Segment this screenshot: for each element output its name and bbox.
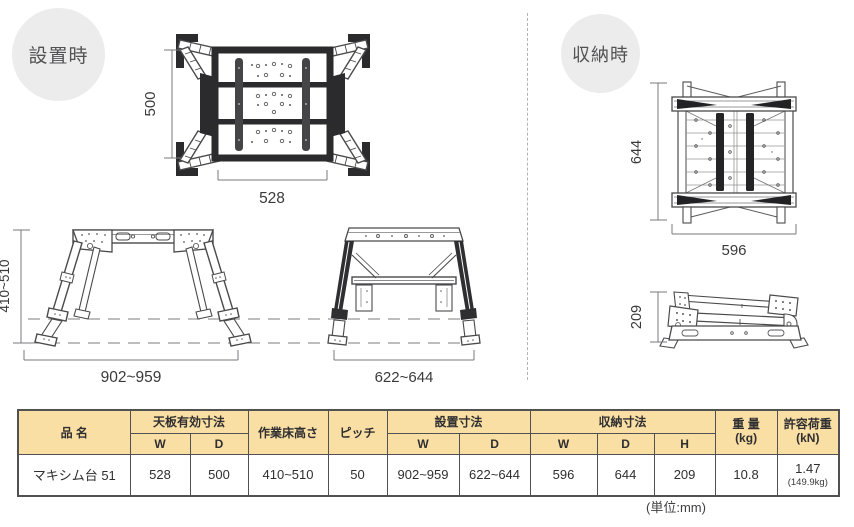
col-header-weight: 重 量 (kg)	[714, 409, 778, 455]
subheader-installed-w: W	[386, 432, 460, 455]
cell-stored-w: 596	[529, 453, 598, 497]
cell-installed-w: 902~959	[386, 453, 460, 497]
dimension-410-510: 410~510	[0, 229, 30, 344]
side-clamp-pads	[200, 73, 345, 137]
weight-unit-label: (kg)	[735, 431, 758, 446]
top-cross-beam	[671, 81, 797, 112]
folded-stack	[659, 291, 809, 349]
subheader-stored-d: D	[596, 432, 655, 455]
right-leg-assembly	[155, 229, 252, 347]
left-leg	[327, 240, 380, 346]
dimension-644: 644	[629, 82, 667, 221]
weight-label: 重 量	[732, 417, 760, 432]
dimension-622-644: 622~644	[333, 350, 475, 386]
load-unit-label: (kN)	[796, 431, 820, 446]
dimension-528: 528	[217, 170, 328, 207]
subheader-installed-d: D	[458, 432, 531, 455]
col-header-pitch: ピッチ	[327, 409, 388, 455]
cell-work-floor-height: 410~510	[247, 453, 329, 497]
folded-body	[677, 106, 794, 198]
subheader-stored-w: W	[529, 432, 598, 455]
installed-state-badge: 設置時	[12, 8, 105, 101]
installed-state-label: 設置時	[28, 46, 89, 67]
cell-installed-d: 622~644	[458, 453, 531, 497]
stored-top-view-drawing: 644 596	[629, 81, 797, 259]
stored-width-label: 596	[721, 242, 746, 259]
col-header-work-floor-height: 作業床高さ	[247, 409, 329, 455]
installed-top-view-drawing: 500 528	[142, 33, 371, 207]
table-row: マキシム台 51 528 500 410~510 50 902~959 622~…	[17, 453, 840, 497]
installed-height-label: 410~510	[0, 260, 12, 313]
load-label: 許容荷重	[783, 417, 832, 432]
unit-note: (単位:mm)	[646, 500, 706, 515]
section-divider	[527, 13, 528, 380]
cell-product: マキシム台 51	[17, 453, 131, 497]
col-header-product: 品 名	[17, 409, 131, 455]
stored-height-label: 644	[629, 140, 645, 164]
bottom-cross-beam	[671, 192, 797, 224]
installed-top-width-label: 528	[259, 190, 285, 207]
cell-load: 1.47 (149.9kg)	[776, 453, 840, 497]
platform-frame	[211, 46, 334, 162]
stored-state-badge: 収納時	[561, 14, 640, 93]
subheader-top-w: W	[129, 432, 191, 455]
dimension-209: 209	[629, 291, 667, 343]
cell-stored-h: 209	[653, 453, 716, 497]
col-header-stored: 収納寸法	[529, 409, 716, 434]
dimension-500: 500	[142, 49, 181, 159]
col-header-installed: 設置寸法	[386, 409, 531, 434]
subheader-top-d: D	[189, 432, 249, 455]
subheader-stored-h: H	[653, 432, 716, 455]
load-kg-value: (149.9kg)	[787, 477, 828, 489]
cell-stored-d: 644	[596, 453, 655, 497]
installed-depth-label: 622~644	[375, 369, 434, 386]
right-leg	[428, 240, 481, 346]
installed-top-depth-label: 500	[142, 91, 159, 116]
cell-weight: 10.8	[714, 453, 778, 497]
col-header-top-plate: 天板有効寸法	[129, 409, 249, 434]
installed-side-view-drawing: 622~644	[327, 227, 481, 386]
dimension-902-959: 902~959	[23, 350, 239, 386]
col-header-load: 許容荷重 (kN)	[776, 409, 840, 455]
middle-bar	[351, 276, 457, 285]
spec-table: 品 名 天板有効寸法 作業床高さ ピッチ 設置寸法 収納寸法 重 量 (kg) …	[17, 409, 841, 497]
stored-side-view-drawing: 209	[629, 291, 809, 349]
load-kn-value: 1.47	[795, 461, 821, 477]
stored-state-label: 収納時	[572, 44, 629, 65]
installed-front-view-drawing: 410~510 902~959	[0, 229, 252, 386]
cell-top-d: 500	[189, 453, 249, 497]
installed-width-label: 902~959	[101, 369, 162, 386]
stored-folded-height-label: 209	[629, 305, 645, 329]
cell-pitch: 50	[327, 453, 388, 497]
cell-top-w: 528	[129, 453, 191, 497]
rivet-dots	[251, 61, 293, 144]
left-leg-assembly	[34, 229, 131, 347]
ground-lines	[28, 318, 466, 344]
top-beam	[344, 227, 464, 242]
dimension-596: 596	[671, 224, 797, 259]
